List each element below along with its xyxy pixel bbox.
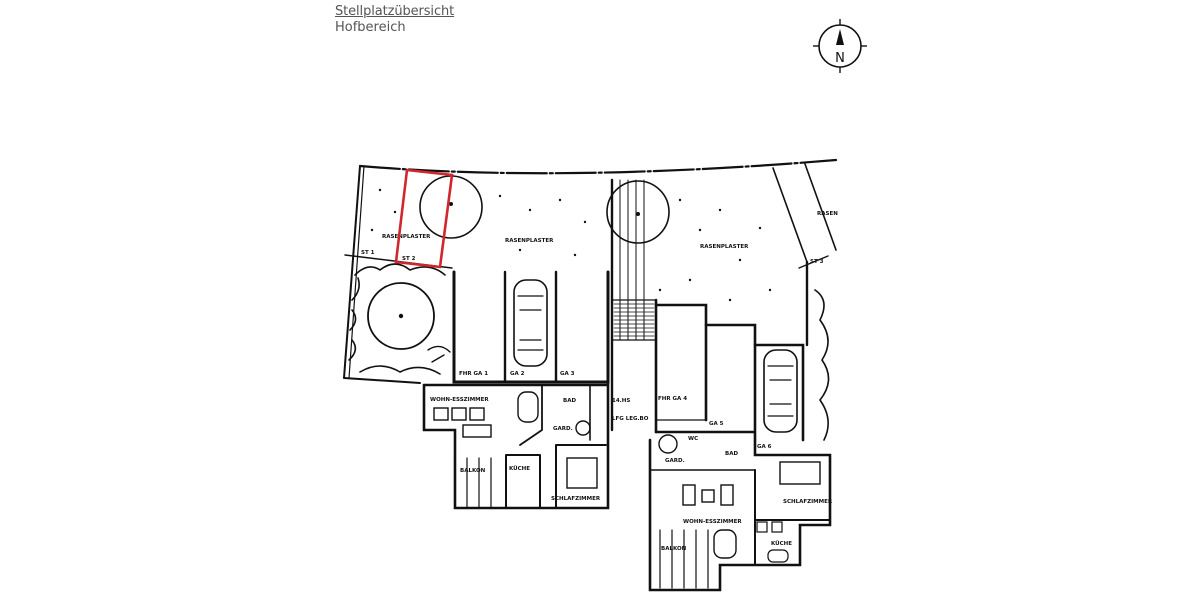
car-icon [513,279,548,367]
room-label: GARD. [665,458,685,464]
room-label: SCHLAFZIMMER [783,499,833,505]
garage-label-ga2: GA 2 [510,371,525,377]
room-label: LFG LEG.BO [612,416,649,422]
room-label: WOHN-ESSZIMMER [683,519,742,525]
plan-title: Stellplatzübersicht [335,4,455,19]
room-label: BALKON [460,468,486,474]
room-label: BAD [725,451,738,457]
lawn-label: RASENPLASTER [382,234,431,240]
tree-icon [367,282,435,350]
room-label: BALKON [661,546,687,552]
tree-icon [606,180,670,244]
property-boundary [358,158,838,175]
garage-label-ga1: FHR GA 1 [459,371,488,377]
north-arrow-icon: N [813,19,867,73]
lawn-label: RASEN [817,211,838,217]
room-label: 14.HS [612,398,630,404]
garage-label-ga3: GA 3 [560,371,575,377]
room-label: GARD. [553,426,573,432]
highlighted-parking-space[interactable] [394,168,454,269]
lawn-texture [370,188,772,319]
room-label: BAD [563,398,576,404]
plan-subtitle: Hofbereich [335,20,406,35]
room-label: KÜCHE [771,540,792,547]
lawn-label: RASENPLASTER [505,238,554,244]
room-label: WOHN-ESSZIMMER [430,397,489,403]
room-label: KÜCHE [509,465,530,472]
lawn-label: RASENPLASTER [700,244,749,250]
room-label: SCHLAFZIMMER [551,496,601,502]
parking-label-st2: ST 2 [402,256,416,262]
parking-label-st3: ST 3 [810,259,824,265]
garage-label-ga5: GA 5 [709,421,724,427]
garage-label-ga4: FHR GA 4 [658,396,687,402]
car-icon [763,349,798,433]
compass-label: N [835,51,845,66]
room-label: WC [688,436,698,442]
parking-label-st1: ST 1 [361,250,375,256]
garage-label-ga6: GA 6 [757,444,772,450]
